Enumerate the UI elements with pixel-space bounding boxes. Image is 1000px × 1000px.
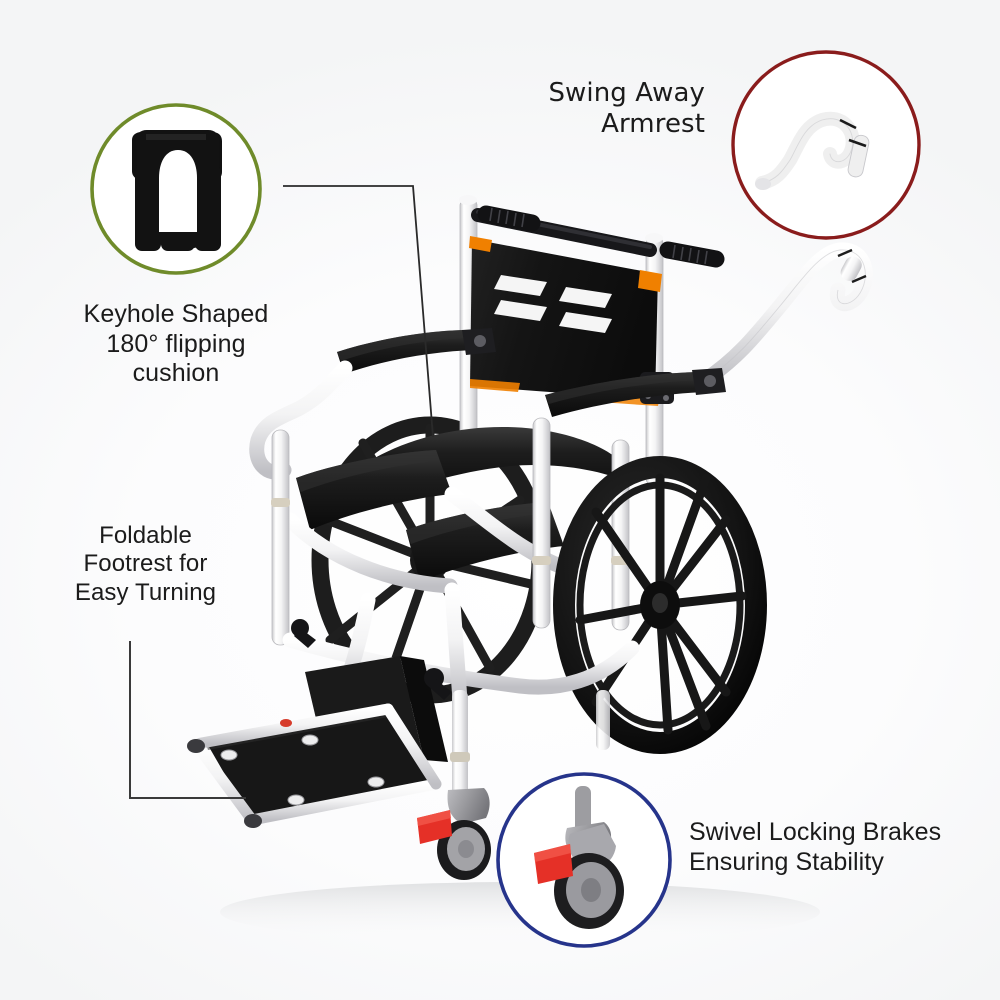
rear-wheel-near [553,456,767,754]
leader-line-footrest [129,641,246,799]
callout-label-brakes: Swivel Locking Brakes Ensuring Stability [689,818,942,876]
leader-line-cushion [283,185,434,438]
center-post [532,417,551,629]
keyhole-cushion-silhouette [135,130,221,251]
swivel-locking-caster-icon [534,786,624,929]
callout-circle-armrest [731,50,921,240]
footrest-upper-clamp[interactable] [291,619,316,648]
backrest-chevron-marks [494,275,612,333]
armrest-pad-right [545,372,708,417]
push-handle-grip-right [659,241,725,268]
swing-away-armrest-pin-right [837,248,867,284]
front-caster-right [596,690,610,750]
swing-away-armrest-right-outline [704,249,866,381]
swing-away-armrest-icon [755,111,870,190]
armrest-pad-left [337,330,476,374]
swing-away-armrest-left [249,360,353,480]
foldable-footrest [187,592,452,828]
callout-label-cushion: Keyhole Shaped 180° flipping cushion [83,300,269,387]
front-left-post [271,429,290,646]
callout-label-armrest: Swing Away Armrest [548,78,705,139]
front-caster-left [417,690,491,880]
armrest-hinge-right [692,368,726,395]
footrest-release-lever[interactable] [424,668,452,700]
push-handle-grip-left [477,205,541,232]
callout-label-footrest: Foldable Footrest for Easy Turning [74,522,217,606]
armrest-hinge-left [462,328,496,355]
